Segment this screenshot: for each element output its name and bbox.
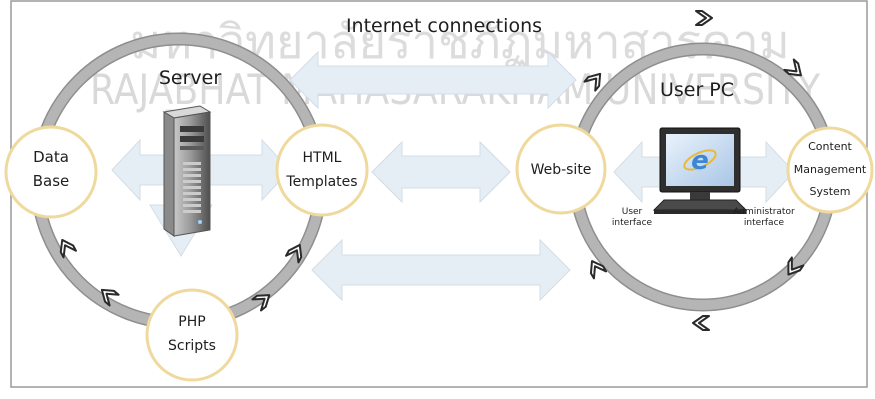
node-cms-line1: Content xyxy=(808,140,852,153)
admin-interface-label-line2: interface xyxy=(744,218,785,228)
chevron-down-icon xyxy=(787,256,805,276)
chevron-right-icon xyxy=(695,10,713,26)
client-group-label: User PC xyxy=(660,79,734,101)
node-cms: Content Management System xyxy=(786,126,874,214)
node-database-line1: Data xyxy=(33,148,69,166)
user-interface-label-line2: interface xyxy=(612,218,653,228)
node-php-scripts-line2: Scripts xyxy=(168,338,216,354)
node-database-line2: Base xyxy=(33,172,70,190)
chevron-left-icon xyxy=(100,288,120,307)
node-cms-line3: System xyxy=(809,185,850,198)
watermark-thai: มหาวิทยาลัยราชภัฏมหาสารคาม xyxy=(130,15,790,70)
diagram-title: Internet connections xyxy=(346,15,542,37)
internet-explorer-icon: e xyxy=(683,146,717,176)
server-group-label: Server xyxy=(159,67,221,89)
chevron-up-icon xyxy=(589,260,608,280)
chevron-left-icon xyxy=(59,238,77,259)
chevron-left-icon xyxy=(692,315,710,331)
node-database: Data Base xyxy=(4,125,98,219)
cycle-chevrons xyxy=(59,10,805,331)
node-cms-line2: Management xyxy=(794,163,867,176)
node-website-line1: Web-site xyxy=(531,162,592,178)
internet-arrow-bottom xyxy=(311,238,571,302)
node-website: Web-site xyxy=(515,123,607,215)
svg-text:e: e xyxy=(691,146,709,176)
internet-arrow-top xyxy=(289,50,577,110)
node-html-templates-line2: Templates xyxy=(285,174,357,190)
templates-website-arrow xyxy=(371,140,511,204)
server-tower-icon xyxy=(162,105,212,237)
node-html-templates-line1: HTML xyxy=(303,150,342,166)
admin-interface-label-line1: Administrator xyxy=(733,207,795,217)
user-interface-label-line1: User xyxy=(622,207,643,217)
chevron-up-icon xyxy=(251,294,271,312)
node-html-templates: HTML Templates xyxy=(275,123,369,217)
chevron-up-icon xyxy=(285,243,303,264)
chevron-up-icon xyxy=(583,72,602,92)
desktop-pc-icon xyxy=(652,127,748,214)
node-php-scripts: PHP Scripts xyxy=(145,288,239,382)
node-php-scripts-line1: PHP xyxy=(178,314,205,330)
chevron-down-icon xyxy=(783,58,802,77)
